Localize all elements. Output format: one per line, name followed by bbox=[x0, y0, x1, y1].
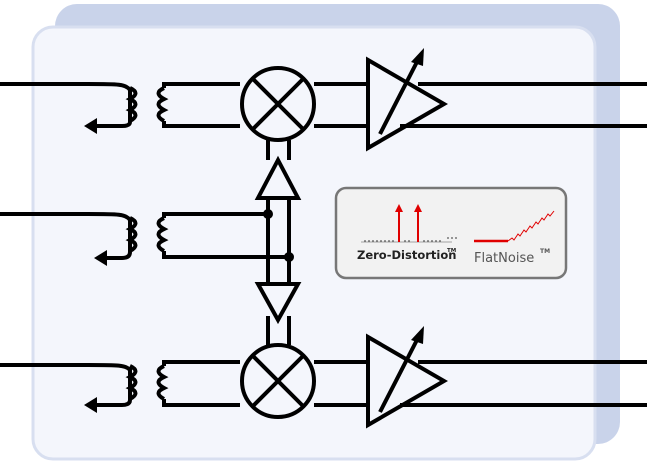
bottom-input-stage bbox=[0, 360, 240, 413]
top-input-wire bbox=[0, 82, 132, 128]
flatnoise-label: FlatNoise bbox=[474, 251, 534, 266]
mixer-x-circle-icon bbox=[240, 66, 316, 142]
transformer-coil-icon bbox=[125, 216, 169, 253]
bottom-mixer-input-wire-lower bbox=[162, 399, 240, 407]
transformer-coil-icon bbox=[125, 364, 169, 401]
zero-distortion-tm: TM bbox=[447, 248, 456, 254]
top-mixer-input-wire-lower bbox=[162, 121, 240, 128]
ground-icon bbox=[84, 397, 97, 413]
flatnoise-tm: TM bbox=[540, 248, 550, 255]
top-input-stage bbox=[0, 82, 240, 134]
ground-icon bbox=[84, 118, 97, 134]
middle-input-wire bbox=[0, 212, 132, 260]
lo-wire-upper bbox=[162, 212, 268, 218]
flatnoise-graph-icon bbox=[474, 210, 555, 243]
lo-distribution bbox=[254, 140, 302, 345]
triangle-buffer-icon bbox=[254, 282, 302, 325]
ground-icon bbox=[94, 250, 107, 266]
badge-box bbox=[334, 186, 568, 280]
top-mixer-input-wire bbox=[162, 82, 240, 88]
transformer-coil-icon bbox=[125, 86, 169, 123]
mixer-x-circle-icon bbox=[240, 343, 316, 419]
middle-input-stage bbox=[0, 209, 294, 266]
panel-front bbox=[31, 25, 597, 461]
lo-wire-lower bbox=[162, 251, 289, 259]
bottom-input-wire bbox=[0, 363, 132, 407]
triangle-buffer-icon bbox=[254, 155, 302, 200]
zero-distortion-label: Zero-Distortion bbox=[357, 248, 456, 262]
feature-badge: Zero-Distortion TM FlatNoise TM bbox=[334, 186, 568, 280]
zero-distortion-spectrum-icon bbox=[361, 204, 457, 243]
bottom-mixer-input-wire bbox=[162, 360, 240, 366]
